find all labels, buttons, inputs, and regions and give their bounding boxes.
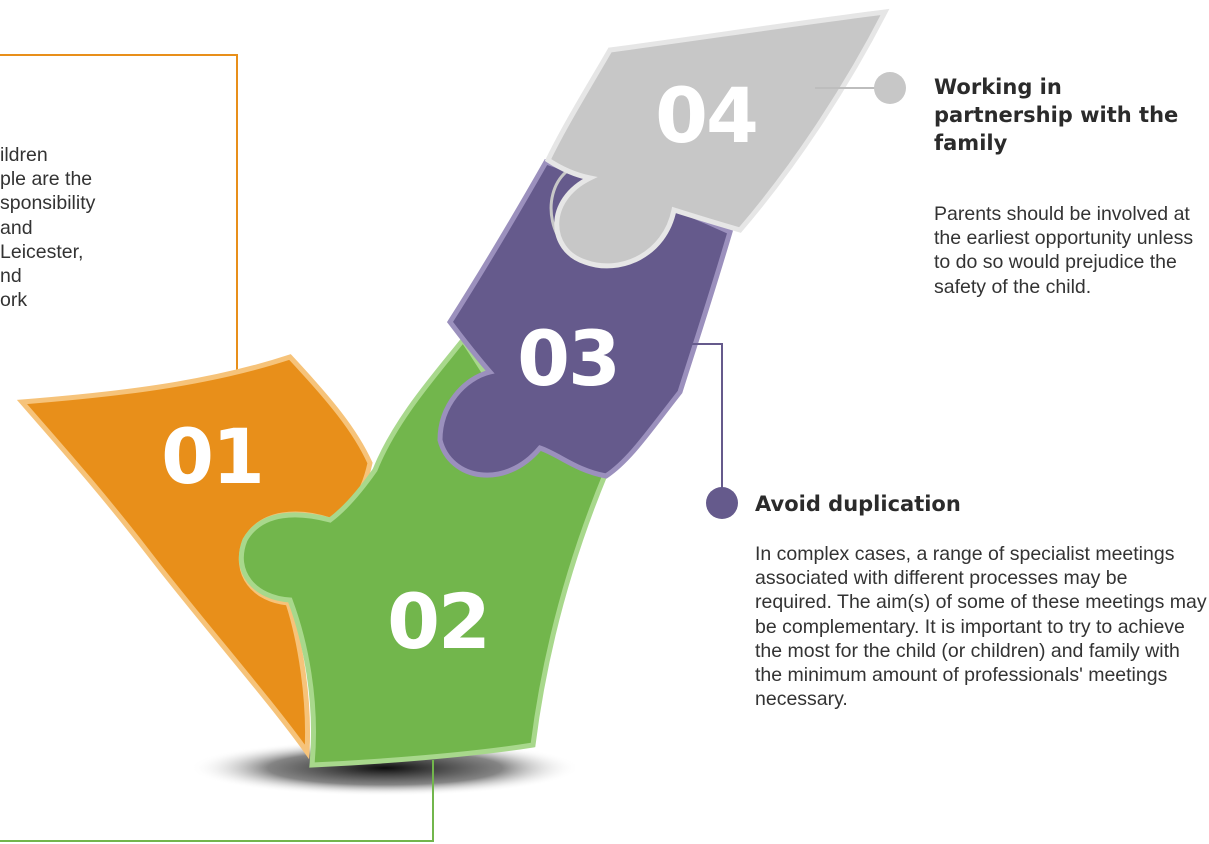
left-text-line: Leicester, [0,240,84,263]
piece-number-02: 02 [387,577,489,666]
left-text-line: ple are the [0,168,93,191]
left-text-line: and [0,216,33,239]
left-box-text: ildren ple are the sponsibility and Leic… [0,143,160,312]
connector-dot-03 [706,487,738,519]
connector-line-03 [668,343,723,500]
left-box-border [0,54,238,375]
step-03-heading: Avoid duplication [755,492,961,516]
step-03-body: In complex cases, a range of specialist … [755,543,1207,711]
piece-number-04: 04 [655,71,757,160]
left-text-line: ork [0,289,28,312]
piece-number-01: 01 [161,412,263,501]
puzzle-piece-04: 04 [544,8,890,269]
left-text-line: sponsibility [0,192,96,215]
step-04-heading: Working in partnership with the family [934,75,1179,155]
left-text-line: nd [0,265,22,288]
piece-number-03: 03 [517,314,619,403]
step-04-body: Parents should be involved at the earlie… [934,203,1194,298]
left-text-line: ildren [0,144,48,166]
connector-dot-04 [874,72,906,104]
green-connector-line [0,760,434,842]
